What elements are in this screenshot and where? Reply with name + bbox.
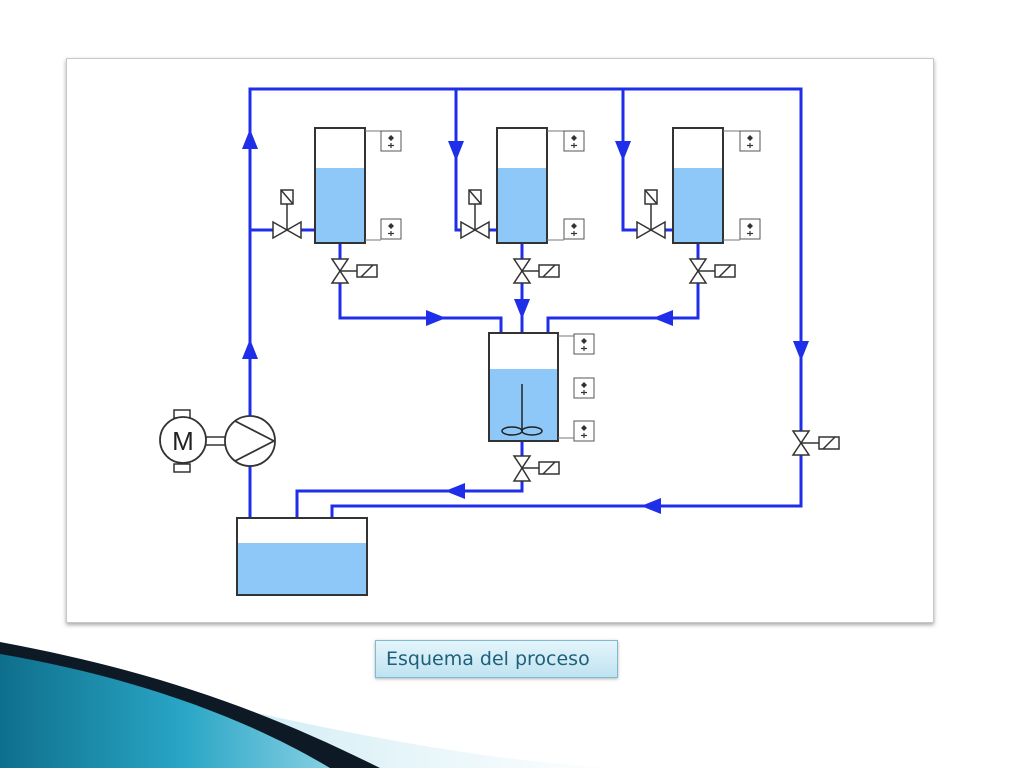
inlet-valve-2 [460,189,490,240]
reservoir-tank [236,517,368,596]
caption: Esquema del proceso [375,640,618,678]
flow-arrows [242,129,809,514]
decorative-swoosh [0,642,620,768]
solenoid-valve-1 [330,258,378,284]
process-diagram: M [159,87,840,596]
level-sensor-icon [563,218,585,240]
arrow-down-icon [615,141,631,161]
level-sensor-icon [563,130,585,152]
inlet-valve-1 [272,189,302,240]
arrow-left-icon [641,498,661,514]
solenoid-valve-2 [512,258,560,284]
arrow-down-icon [448,141,464,161]
level-sensor-icon [380,218,402,240]
arrow-left-icon [653,310,673,326]
solenoid-valve-return [791,430,840,456]
level-sensor-icon [739,130,761,152]
arrow-left-icon [445,483,465,499]
tank-2 [496,127,585,244]
tank-3 [672,127,761,244]
mixer-tank [488,332,595,442]
level-sensor-icon [380,130,402,152]
level-sensor-icon [573,333,595,355]
caption-text: Esquema del proceso [386,648,590,670]
arrow-up-icon [242,129,258,149]
arrow-right-icon [426,310,446,326]
arrow-down-icon [514,299,530,319]
tank-1 [314,127,402,244]
motor-coupling [206,436,225,446]
arrow-down-icon [793,341,809,361]
diagram-frame: M [66,58,934,623]
motor-label: M [172,426,194,456]
level-sensor-icon [573,420,595,442]
solenoid-valve-mixer [512,455,560,482]
motor: M [159,409,207,473]
solenoid-valve-3 [688,258,736,284]
agitator-icon [501,384,543,436]
arrow-up-icon [242,339,258,359]
level-sensor-icon [573,377,595,399]
pump [224,415,276,467]
inlet-valve-3 [636,189,666,240]
level-sensor-icon [739,218,761,240]
